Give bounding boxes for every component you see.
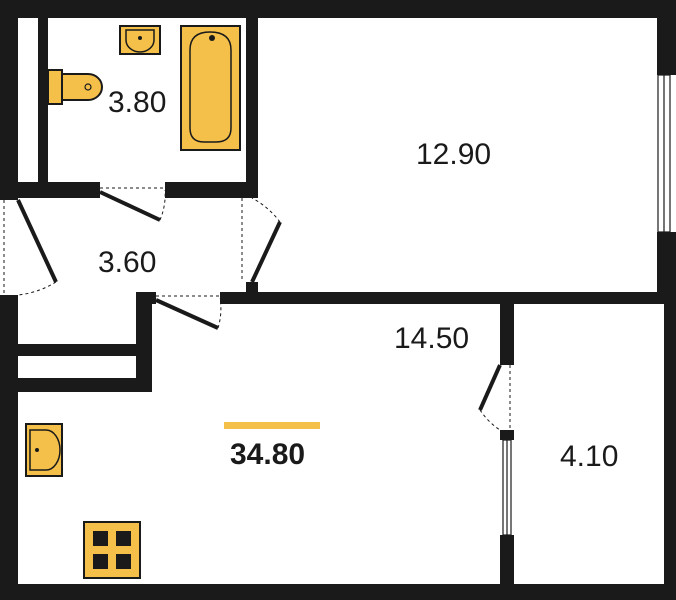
sink-icon (25, 423, 63, 477)
door-icon (3, 187, 511, 431)
bathroom-area-label: 3.80 (108, 86, 167, 119)
total-area-label: 34.80 (230, 438, 306, 471)
window-icon (502, 74, 671, 536)
living-kitchen-area-label: 14.50 (394, 322, 470, 355)
balcony-area-label: 4.10 (560, 440, 619, 473)
total-accent-bar (224, 422, 320, 429)
bedroom-area-label: 12.90 (416, 138, 492, 171)
sink-icon (119, 25, 161, 55)
bathtub-icon (180, 25, 241, 151)
stove-icon (83, 521, 141, 579)
toilet-icon (47, 69, 103, 105)
hallway-area-label: 3.60 (98, 246, 157, 279)
